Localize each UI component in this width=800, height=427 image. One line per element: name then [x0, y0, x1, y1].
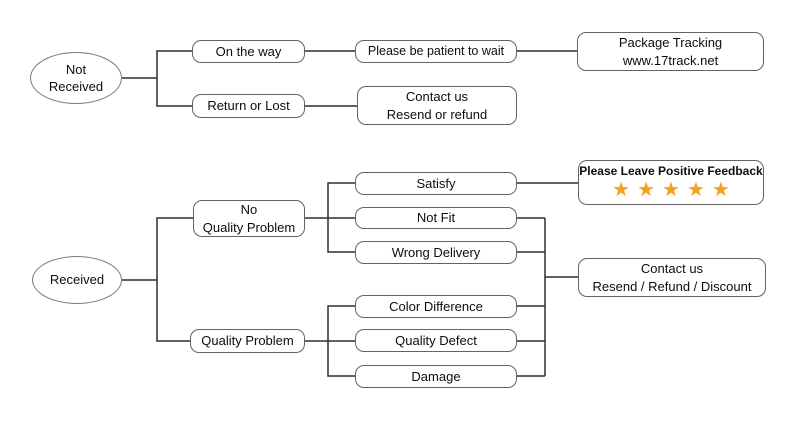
node-color-difference: Color Difference	[355, 295, 517, 318]
node-wrong-delivery: Wrong Delivery	[355, 241, 517, 264]
node-package-tracking: Package Tracking www.17track.net	[577, 32, 764, 71]
node-quality-defect: Quality Defect	[355, 329, 517, 352]
node-positive-feedback: Please Leave Positive Feedback ★★★★★	[578, 160, 764, 205]
node-not-received: Not Received	[30, 52, 122, 104]
node-contact-us-resend-refund: Contact us Resend or refund	[357, 86, 517, 125]
node-no-quality-problem: No Quality Problem	[193, 200, 305, 237]
node-please-be-patient: Please be patient to wait	[355, 40, 517, 63]
positive-feedback-label: Please Leave Positive Feedback	[579, 164, 763, 179]
connector-quality-fanout	[327, 305, 355, 377]
node-on-the-way: On the way	[192, 40, 305, 63]
node-damage: Damage	[355, 365, 517, 388]
connector-notreceived-branches	[156, 50, 192, 107]
five-star-rating-icon: ★★★★★	[612, 178, 737, 201]
node-satisfy: Satisfy	[355, 172, 517, 195]
connector-received-branches	[156, 217, 193, 342]
node-contact-us-resend-refund-discount: Contact us Resend / Refund / Discount	[578, 258, 766, 297]
node-not-fit: Not Fit	[355, 207, 517, 229]
connector-noquality-fanout	[327, 182, 355, 253]
node-received: Received	[32, 256, 122, 304]
node-return-or-lost: Return or Lost	[192, 94, 305, 118]
node-quality-problem: Quality Problem	[190, 329, 305, 353]
